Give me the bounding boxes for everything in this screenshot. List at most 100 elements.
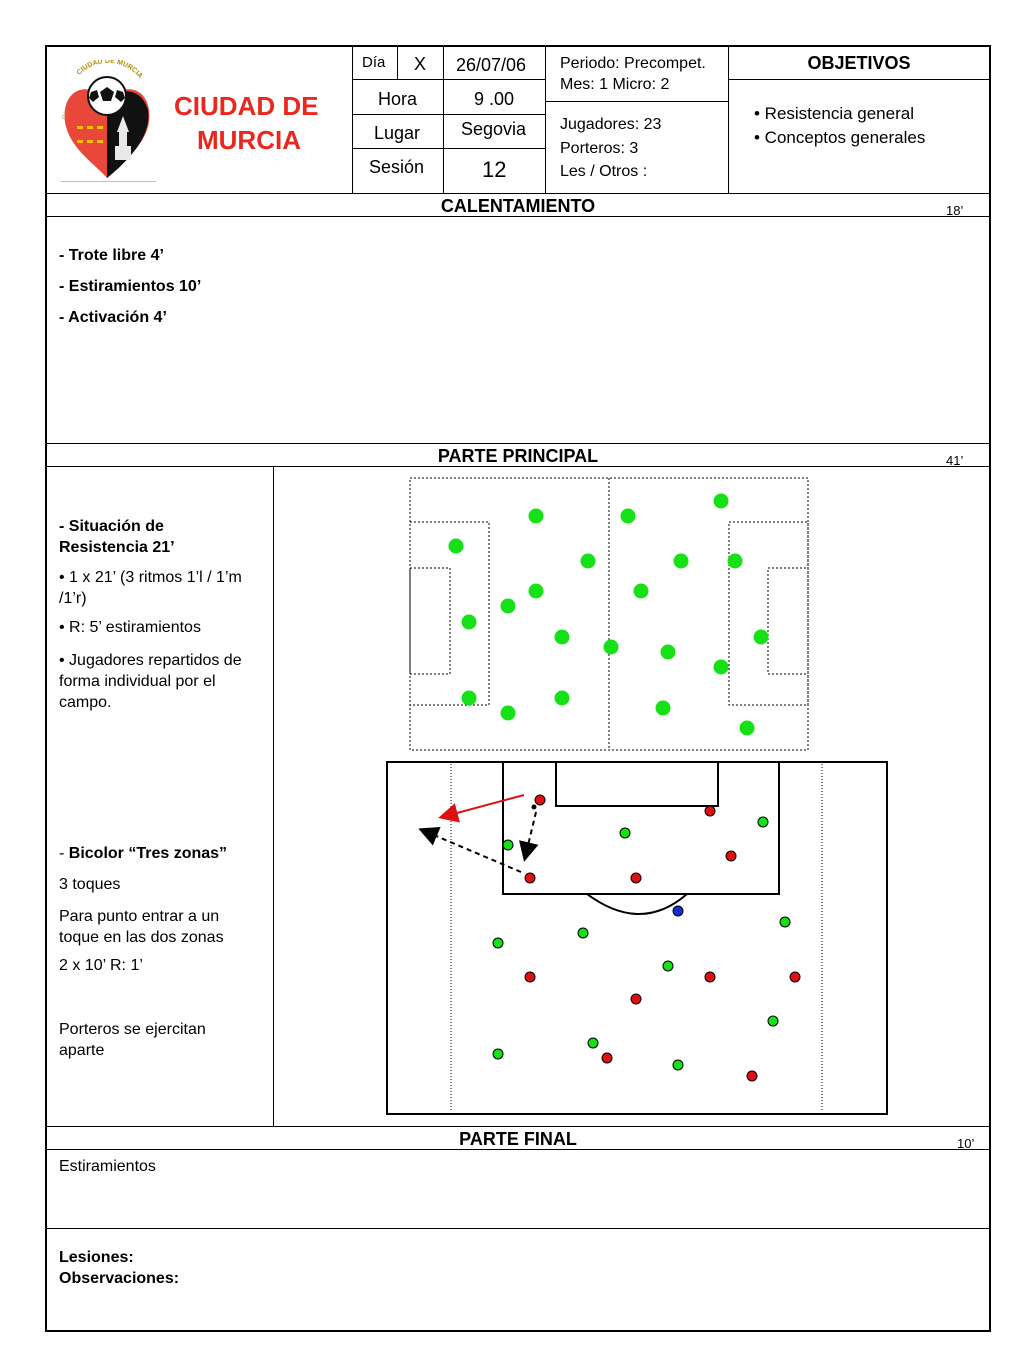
player-marker-green [587,1037,599,1049]
exercise1-line: • Jugadores repartidos de forma individu… [59,652,242,711]
calentamiento-item: - Trote libre 4’ [59,247,164,264]
exercise2-title-text: Bicolor “Tres zonas” [68,845,228,862]
player-marker-green [619,827,631,839]
exercise1-title: - Situación de Resistencia 21’ [59,518,175,556]
divider [45,466,991,467]
player-marker-red [704,971,716,983]
player-marker-green [713,659,729,675]
divider [45,443,991,444]
divider [45,1126,991,1127]
player-marker-green [673,553,689,569]
divider [45,193,991,194]
dia-value: X [414,54,427,74]
hora-value: 9 .00 [474,89,515,109]
sesion-label: Sesión [369,157,425,177]
player-marker-green [753,629,769,645]
divider [273,466,274,1126]
exercise2-line: Para punto entrar a un toque en las dos … [59,908,224,946]
exercise2-line: 3 toques [59,876,121,893]
divider [545,45,546,193]
player-marker-green [633,583,649,599]
final-time: 10’ [957,1136,975,1151]
exercise2-line: 2 x 10’ R: 1’ [59,957,143,974]
player-marker-green [492,937,504,949]
player-marker-green [713,493,729,509]
divider [352,148,545,149]
calentamiento-title: CALENTAMIENTO [440,196,596,216]
player-marker-green [779,916,791,928]
field-diagram-resistencia [405,474,815,756]
player-marker-green [662,960,674,972]
principal-title: PARTE PRINCIPAL [437,446,599,466]
player-marker-green [502,839,514,851]
divider [397,45,398,79]
jugadores-text: Jugadores: 23 [560,116,662,133]
dia-label: Día [362,54,386,71]
divider [352,114,545,115]
calentamiento-time: 18’ [946,203,964,218]
player-marker-green [727,553,743,569]
periodo-text: Periodo: Precompet. [560,55,706,72]
exercise1-line: • R: 5’ estiramientos [59,619,201,636]
player-marker-red [534,794,546,806]
frame-right [989,45,991,1332]
player-marker-green [655,700,671,716]
divider [45,1149,991,1150]
player-marker-red [630,872,642,884]
player-marker-red [704,805,716,817]
player-marker-green [528,583,544,599]
objetivos-item: • Conceptos generales [754,128,926,147]
calentamiento-item: - Estiramientos 10’ [59,278,202,295]
player-marker-green [448,538,464,554]
player-marker-red [630,993,642,1005]
session-date: 26/07/06 [456,55,527,75]
divider [728,45,729,193]
player-marker-green [461,690,477,706]
player-marker-green [620,508,636,524]
player-marker-red [524,872,536,884]
player-marker-green [577,927,589,939]
player-marker-green [554,629,570,645]
player-marker-green [767,1015,779,1027]
club-name-line1: CIUDAD DE [174,91,319,121]
player-marker-green [757,816,769,828]
lugar-label: Lugar [374,123,421,143]
hora-label: Hora [378,89,418,109]
frame-left [45,45,47,1332]
objetivos-item: • Resistencia general [754,104,914,123]
observaciones-label: Observaciones: [59,1270,180,1287]
player-marker-red [789,971,801,983]
lesiones-label: Lesiones: [59,1249,134,1266]
frame-bottom [45,1330,991,1332]
principal-time: 41’ [946,453,964,468]
mes-micro-text: Mes: 1 Micro: 2 [560,76,670,93]
player-marker-green [461,614,477,630]
objetivos-title: OBJETIVOS [807,53,911,73]
player-marker-green [580,553,596,569]
club-name-line2: MURCIA [197,125,301,155]
player-marker-red [725,850,737,862]
player-marker-red [746,1070,758,1082]
divider [728,79,990,80]
player-marker-red [524,971,536,983]
exercise2-title-prefix: - [59,845,69,862]
porteros-text: Porteros: 3 [560,140,639,157]
divider [45,216,991,217]
sesion-value: 12 [482,157,507,182]
exercise1-line: • 1 x 21’ (3 ritmos 1’l / 1’m /1’r) [59,569,242,607]
player-marker-green [492,1048,504,1060]
calentamiento-item: - Activación 4’ [59,309,167,326]
divider [352,79,545,80]
club-logo: C.F. CIUDAD DE MURCIA [55,58,160,185]
player-marker-green [500,705,516,721]
exercise2-title: - Bicolor “Tres zonas” [59,845,227,863]
player-marker-green [603,639,619,655]
exercise2-line: Porteros se ejercitan aparte [59,1021,206,1059]
divider [545,101,729,102]
player-marker-green [672,1059,684,1071]
frame-top [45,45,991,47]
lugar-value: Segovia [461,119,527,139]
player-marker-green [500,598,516,614]
player-marker-green [739,720,755,736]
divider [352,45,353,193]
